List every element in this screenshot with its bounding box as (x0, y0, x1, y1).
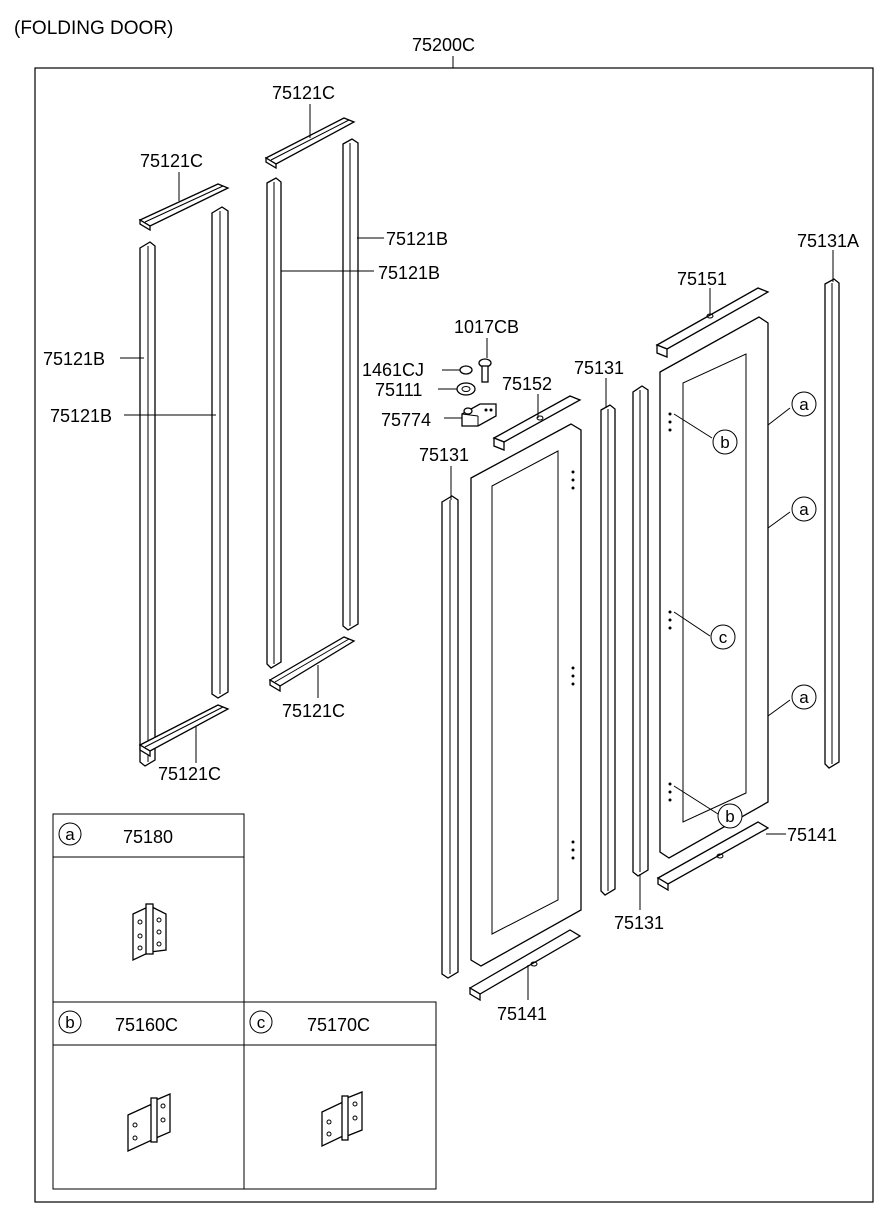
label-door-1-side-left: 75131 (419, 445, 469, 465)
label-door-2-bottom-rail: 75141 (787, 825, 837, 845)
label-washer: 75111 (375, 380, 422, 400)
rail-bottom-right-edge (269, 678, 281, 693)
hinge-legend-table: a 75180 b 75160C c 75170C (52, 813, 437, 1190)
svg-text:b: b (65, 1013, 74, 1032)
door-1-frame (470, 423, 582, 967)
rail-bottom-right (268, 636, 356, 687)
label-door-1-bottom-rail: 75141 (497, 1004, 547, 1024)
door-1-glass (491, 450, 559, 935)
legend-part-b: 75160C (115, 1015, 178, 1035)
callout-c-1 (710, 624, 736, 650)
label-rail-bottom-right: 75121C (282, 701, 345, 721)
hinge-a-drawing (132, 903, 167, 962)
label-rail-top-left: 75121C (140, 151, 203, 171)
label-rail-bottom-left: 75121C (158, 764, 221, 784)
label-bolt: 1017CB (454, 317, 519, 337)
door-2-bottom-rail-edge (657, 876, 669, 892)
rail-top-right-edge (265, 156, 277, 170)
callout-circles: a a a b c b (710, 391, 817, 829)
washer (456, 382, 476, 396)
callout-a-3 (791, 684, 817, 710)
legend-part-a: 75180 (123, 827, 173, 847)
door-2-top-rail-edge (656, 344, 668, 358)
door-2-glass (682, 353, 747, 823)
svg-text:c: c (719, 628, 728, 647)
svg-text:b: b (725, 807, 734, 826)
leader-lines (120, 104, 834, 1000)
rail-top-left-edge (139, 218, 151, 232)
label-door-2-top-rail: 75151 (677, 269, 727, 289)
label-rail-top-right: 75121C (272, 83, 335, 103)
part-labels: 75121C 75121C 75121B 75121B 75121B 75121… (43, 83, 859, 1024)
second-frame-set (264, 117, 359, 693)
svg-text:a: a (799, 395, 809, 414)
label-door-1-top-rail: 75152 (502, 374, 552, 394)
door-panel-1 (441, 395, 582, 1002)
hinge-c-drawing (321, 1091, 363, 1148)
door-panel-2 (655, 278, 840, 892)
label-strip-right-outer: 75121B (378, 263, 440, 283)
label-strip-right-inner: 75121B (386, 229, 448, 249)
label-door-side-middle: 75131 (574, 358, 624, 378)
legend-letter-a (58, 822, 82, 846)
svg-text:a: a (799, 688, 809, 707)
assembly-code-label: 75200C (412, 35, 475, 55)
label-pivot: 75774 (381, 410, 431, 430)
assembly-frame (34, 67, 874, 1203)
diagram-title: (FOLDING DOOR) (14, 18, 173, 39)
door-1-top-rail-edge (493, 437, 505, 451)
door-2-frame (659, 316, 769, 859)
legend-part-c: 75170C (307, 1015, 370, 1035)
svg-text:a: a (799, 500, 809, 519)
svg-text:a: a (65, 825, 75, 844)
label-small-washer: 1461CJ (362, 360, 424, 380)
bolt-shank (481, 365, 489, 383)
pivot-pin (463, 407, 473, 415)
door-1-bottom-rail-edge (469, 986, 481, 1002)
callout-a-2 (791, 496, 817, 522)
legend-letter-b (58, 1010, 82, 1034)
label-strip-left-outer: 75121B (43, 349, 105, 369)
legend-letter-c (249, 1010, 273, 1034)
callout-b-1 (712, 429, 738, 455)
label-door-side-hinge: 75131 (614, 913, 664, 933)
callout-b-2 (717, 803, 743, 829)
svg-text:c: c (257, 1013, 266, 1032)
label-door-2-side-end: 75131A (797, 231, 859, 251)
label-strip-left-inner: 75121B (50, 406, 112, 426)
left-frame-set (138, 183, 230, 767)
door-sides-middle (600, 385, 649, 896)
hinge-b-drawing (127, 1093, 171, 1153)
rail-bottom-left-edge (139, 743, 151, 758)
legend-cell-c (243, 1001, 437, 1190)
hinge-hardware (456, 358, 497, 427)
svg-text:b: b (720, 433, 729, 452)
small-washer (459, 365, 473, 375)
callout-a-1 (791, 391, 817, 417)
